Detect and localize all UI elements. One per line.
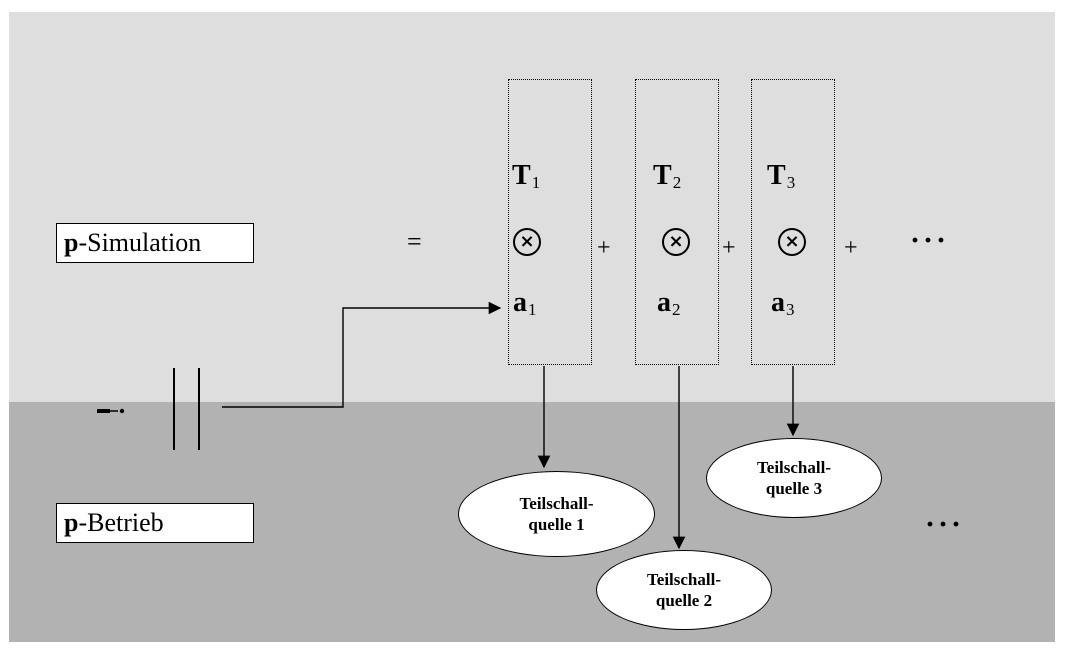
betrieb-bold: p xyxy=(64,508,79,537)
t-index: 1 xyxy=(531,173,541,192)
source-1-line1: Teilschall- xyxy=(519,493,594,513)
source-3-label: Teilschall-quelle 3 xyxy=(757,457,831,500)
a-symbol: a xyxy=(657,287,671,318)
convolution-icon-3: × xyxy=(778,228,806,256)
p-simulation-label: p-Simulation xyxy=(56,223,254,263)
source-2-ellipse: Teilschall-quelle 2 xyxy=(596,550,772,630)
a-index: 2 xyxy=(672,300,681,319)
continuation-dots-equation: ··· xyxy=(910,224,950,257)
source-1-line2: quelle 1 xyxy=(528,515,585,534)
transfer-function-3: T3 xyxy=(767,160,796,192)
transfer-function-2: T2 xyxy=(653,160,682,192)
continuation-dots-sources: ··· xyxy=(925,508,965,541)
term-box-2 xyxy=(635,79,719,365)
signal-line xyxy=(222,301,502,408)
t-index: 2 xyxy=(672,173,682,192)
t-symbol: T xyxy=(512,160,531,191)
source-1-label: Teilschall-quelle 1 xyxy=(520,493,594,536)
convolution-icon-2: × xyxy=(662,228,690,256)
convolution-icon-1: × xyxy=(513,228,541,256)
simulation-bold: p xyxy=(64,228,79,257)
source-3-line1: Teilschall- xyxy=(757,457,831,477)
plus-sign-1: + xyxy=(597,235,611,261)
t-symbol: T xyxy=(767,160,786,191)
transfer-function-1: T1 xyxy=(512,160,541,192)
source-strength-2: a2 xyxy=(657,287,681,319)
a-index: 1 xyxy=(528,300,537,319)
simulation-region xyxy=(9,12,1055,402)
betrieb-text: -Betrieb xyxy=(78,508,164,537)
source-1-ellipse: Teilschall-quelle 1 xyxy=(458,471,655,557)
term-box-3 xyxy=(751,79,835,365)
p-betrieb-label: p-Betrieb xyxy=(56,503,254,543)
source-3-line2: quelle 3 xyxy=(765,479,823,498)
source-2-line2: quelle 2 xyxy=(655,591,713,610)
a-symbol: a xyxy=(771,287,785,318)
a-symbol: a xyxy=(513,287,527,318)
plus-sign-3: + xyxy=(844,235,858,261)
microphone-icon xyxy=(97,408,125,414)
source-3-ellipse: Teilschall-quelle 3 xyxy=(706,438,882,518)
source-2-line1: Teilschall- xyxy=(647,569,721,589)
equals-sign: = xyxy=(407,227,422,256)
simulation-text: -Simulation xyxy=(78,228,202,257)
source-strength-3: a3 xyxy=(771,287,795,319)
source-strength-1: a1 xyxy=(513,287,537,319)
t-index: 3 xyxy=(786,173,796,192)
term-box-1 xyxy=(508,79,592,365)
a-index: 3 xyxy=(786,300,795,319)
plus-sign-2: + xyxy=(722,235,736,261)
source-2-label: Teilschall-quelle 2 xyxy=(647,569,721,612)
filter-symbol-icon xyxy=(173,368,200,450)
t-symbol: T xyxy=(653,160,672,191)
